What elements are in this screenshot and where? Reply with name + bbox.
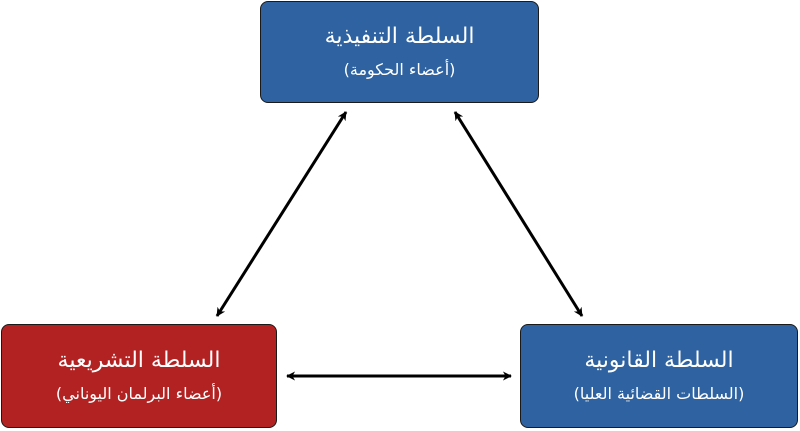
- executive-power-box: السلطة التنفيذية (أعضاء الحكومة): [260, 1, 539, 103]
- legislative-power-box: السلطة التشريعية (أعضاء البرلمان اليونان…: [1, 324, 277, 428]
- judicial-power-subtitle: (السلطات القضائية العليا): [573, 384, 745, 403]
- executive-power-subtitle: (أعضاء الحكومة): [343, 60, 456, 79]
- judicial-power-title: السلطة القانونية: [584, 348, 734, 373]
- judicial-power-box: السلطة القانونية (السلطات القضائية العلي…: [520, 324, 798, 428]
- arrow-executive-judicial: [453, 111, 584, 317]
- legislative-power-title: السلطة التشريعية: [57, 348, 221, 373]
- arrow-executive-legislative: [215, 111, 348, 317]
- executive-power-title: السلطة التنفيذية: [324, 24, 475, 49]
- legislative-power-subtitle: (أعضاء البرلمان اليوناني): [55, 384, 223, 403]
